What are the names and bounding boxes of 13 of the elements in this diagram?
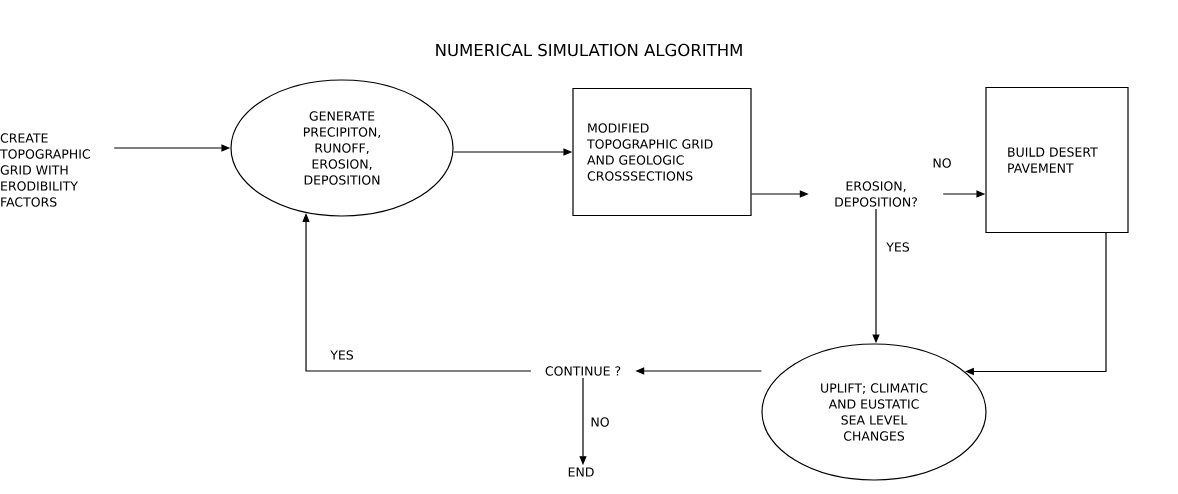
edge-label: NO xyxy=(589,416,611,428)
edge-label: YES xyxy=(329,349,355,361)
edge-label: NO xyxy=(931,157,953,169)
process-box: MODIFIED TOPOGRAPHIC GRID AND GEOLOGIC CROSSSECTIONS xyxy=(572,87,752,217)
decision-text: EROSION, DEPOSITION? xyxy=(835,181,917,207)
arrow xyxy=(965,232,1107,376)
edge-label: YES xyxy=(885,241,911,253)
process-box: BUILD DESERT PAVEMENT xyxy=(985,86,1129,234)
step-text: CREATE TOPOGRAPHIC GRID WITH ERODIBILITY FACTORS xyxy=(0,133,90,207)
end-text: END xyxy=(568,467,594,477)
arrow xyxy=(302,213,532,372)
title: NUMERICAL SIMULATION ALGORITHM xyxy=(436,43,742,57)
decision-text: CONTINUE ? xyxy=(545,366,621,376)
